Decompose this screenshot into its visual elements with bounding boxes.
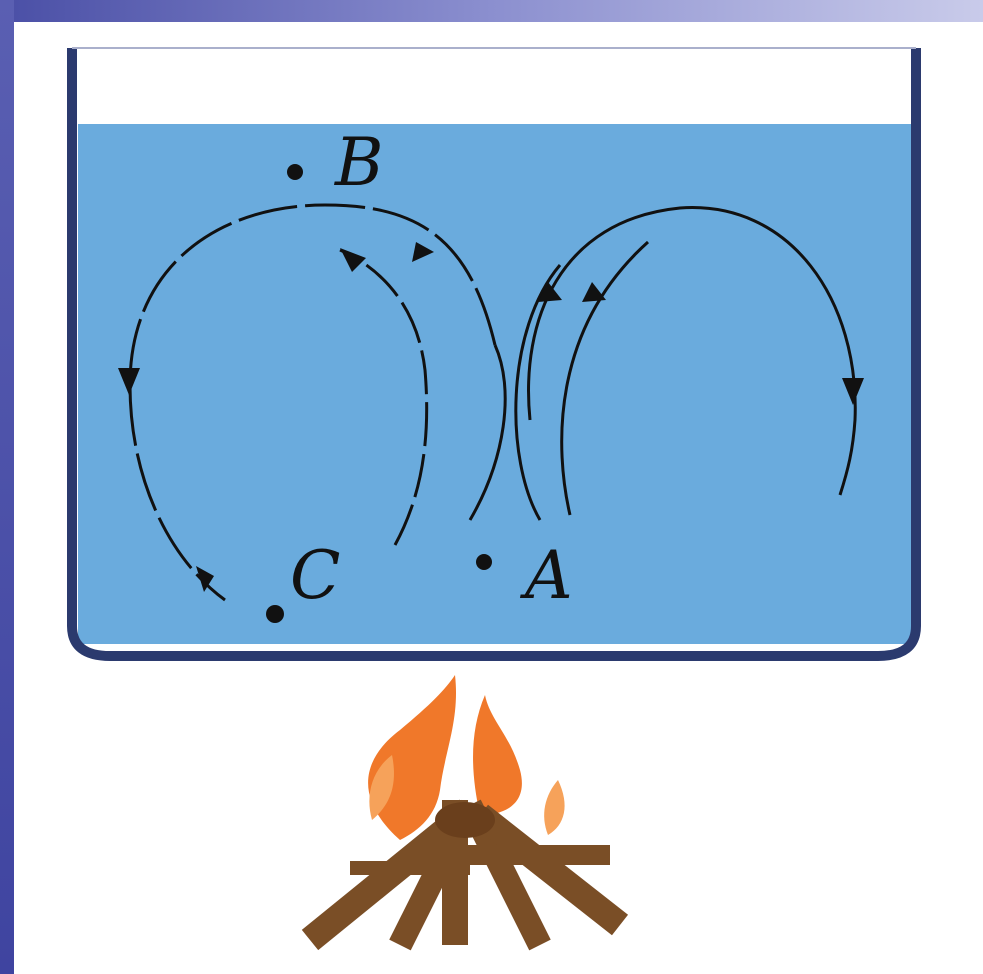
point-c-dot: [266, 605, 284, 623]
flame-center: [473, 695, 522, 815]
point-c-label: C: [290, 537, 341, 614]
flame-right-small: [544, 780, 564, 835]
point-a-label: A: [519, 537, 573, 614]
point-b-dot: [287, 164, 303, 180]
point-a-dot: [476, 554, 492, 570]
fire-icon: [310, 675, 620, 945]
water: [78, 124, 912, 644]
point-b-label: B: [334, 124, 384, 201]
fire-core: [435, 802, 495, 838]
